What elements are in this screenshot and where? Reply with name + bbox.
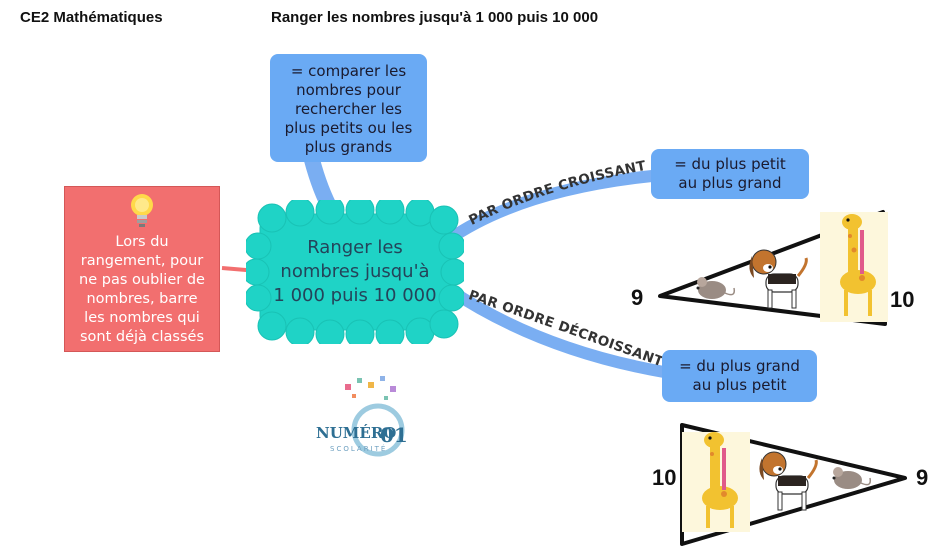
left-note-line: Lors du (115, 234, 169, 250)
logo-subtitle: SCOLARITÉ (330, 444, 387, 453)
logo-word: NUMÉRO (316, 424, 396, 442)
center-node-line: 1 000 puis 10 000 (273, 285, 437, 306)
descending-note-line: au plus petit (692, 376, 787, 394)
left-note-line: les nombres qui (84, 310, 200, 326)
top-note-line: rechercher les (294, 100, 402, 118)
descending-small-number: 9 (916, 465, 929, 490)
left-note-line: sont déjà classés (79, 329, 205, 345)
center-node-line: Ranger les (307, 237, 403, 258)
mouse-icon (696, 277, 736, 299)
branch-label-ascending: PAR ORDRE CROISSANT (466, 158, 647, 229)
left-note-line: nombres, barre (86, 291, 198, 307)
center-node-line: nombres jusqu'à (280, 261, 430, 282)
ascending-small-number: 9 (631, 285, 644, 310)
connector-ascending (442, 170, 658, 246)
center-node: Ranger les nombres jusqu'à 1 000 puis 10… (256, 236, 454, 308)
left-note: Lors du rangement, pour ne pas oublier d… (64, 186, 220, 352)
top-note-line: = comparer les (290, 62, 407, 80)
ascending-triangle (658, 210, 888, 326)
descending-large-number: 10 (652, 465, 677, 490)
left-note-line: ne pas oublier de (79, 272, 205, 288)
page-title: Ranger les nombres jusqu'à 1 000 puis 10… (271, 9, 599, 26)
giraffe-icon (682, 432, 750, 532)
ascending-large-number: 10 (890, 287, 915, 312)
top-note: = comparer les nombres pour rechercher l… (270, 54, 427, 162)
center-node-shape (246, 200, 464, 344)
descending-triangle (680, 423, 907, 546)
dog-icon (759, 451, 818, 511)
left-note-line: rangement, pour (80, 253, 204, 269)
dog-icon (749, 249, 808, 309)
giraffe-icon (820, 212, 888, 322)
logo-digits: 01 (380, 423, 408, 447)
descending-note: = du plus grand au plus petit (662, 350, 817, 402)
mouse-icon (832, 467, 872, 489)
connector-descending (444, 284, 670, 378)
lightbulb-icon (131, 194, 153, 227)
ascending-note-line: = du plus petit (674, 155, 786, 173)
top-note-line: plus petits ou les (284, 119, 413, 137)
descending-note-line: = du plus grand (679, 357, 800, 375)
subject-heading: CE2 Mathématiques (20, 9, 163, 26)
ascending-note-line: au plus grand (678, 174, 782, 192)
top-note-line: nombres pour (296, 81, 401, 99)
ascending-note: = du plus petit au plus grand (651, 149, 809, 199)
top-note-line: plus grands (304, 138, 393, 156)
numero01-logo: NUMÉRO 01 SCOLARITÉ (316, 376, 408, 457)
